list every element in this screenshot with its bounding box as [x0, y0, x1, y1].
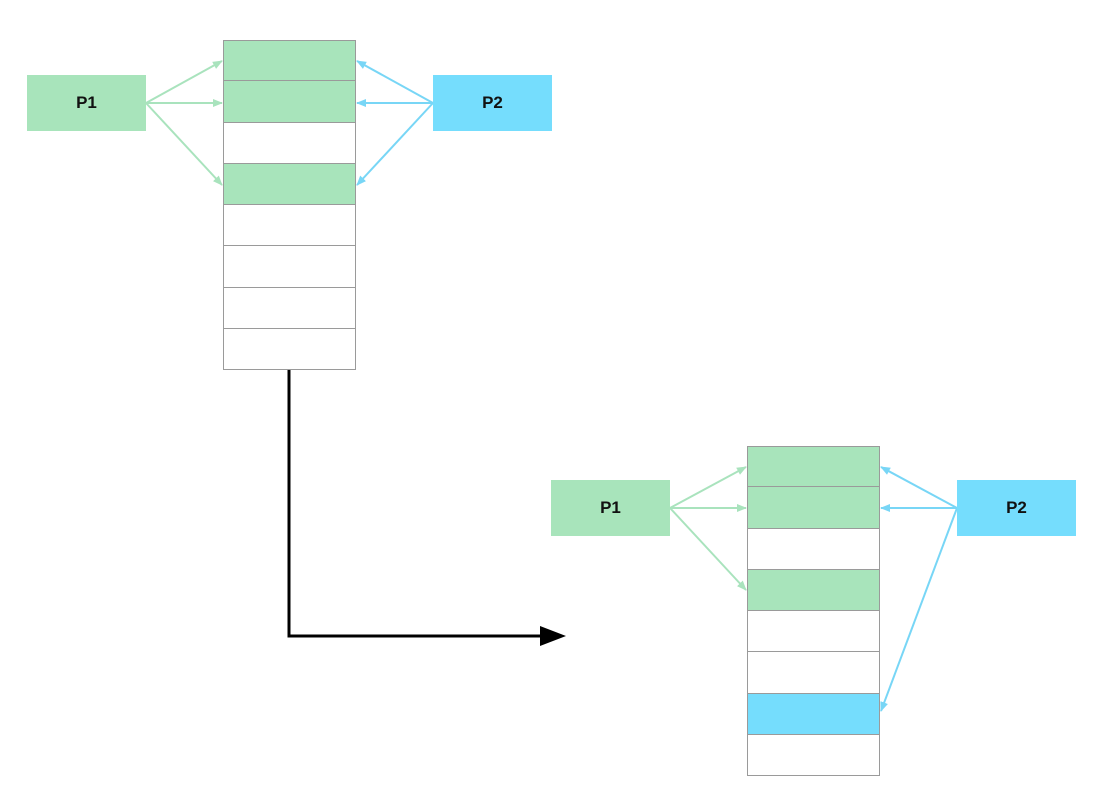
after-p1-arrow-page-1 [669, 466, 747, 509]
after-page-cell-7-p2 [747, 693, 880, 735]
after-p2-box: P2 [957, 480, 1076, 536]
before-page-cell-1-p1 [223, 40, 356, 82]
before-p2-box: P2 [433, 75, 552, 131]
after-page-cell-2-p1 [747, 487, 880, 529]
before-p1-arrow-page-4 [145, 102, 223, 186]
after-page-table [747, 446, 880, 776]
before-p2-arrow-page-1 [356, 60, 434, 104]
after-page-cell-8-free [747, 734, 880, 776]
before-page-cell-4-p1 [223, 163, 356, 205]
before-p1-box: P1 [27, 75, 146, 131]
before-page-table [223, 40, 356, 370]
before-page-cell-7-free [223, 287, 356, 329]
after-p1-label: P1 [600, 498, 621, 517]
after-p2-arrow-page-1 [880, 466, 958, 509]
transition-arrow-head [540, 626, 566, 646]
after-page-cell-4-p1 [747, 569, 880, 611]
before-page-cell-5-free [223, 205, 356, 247]
before-p1-label: P1 [76, 93, 97, 112]
after-p2-arrow-page-7 [880, 507, 958, 712]
after-page-cell-6-free [747, 652, 880, 694]
after-page-cell-3-free [747, 528, 880, 570]
before-p1-arrow-page-1 [145, 60, 223, 104]
after-p1-box: P1 [551, 480, 670, 536]
after-page-cell-1-p1 [747, 446, 880, 488]
before-page-cell-3-free [223, 122, 356, 164]
before-p2-label: P2 [482, 93, 503, 112]
after-p1-arrow-page-4 [669, 507, 747, 591]
after-p2-label: P2 [1006, 498, 1027, 517]
before-page-cell-2-p1 [223, 81, 356, 123]
after-page-cell-5-free [747, 611, 880, 653]
before-page-cell-6-free [223, 246, 356, 288]
before-p2-arrow-page-4 [356, 102, 434, 186]
transition-arrow [287, 369, 542, 638]
before-page-cell-8-free [223, 328, 356, 370]
